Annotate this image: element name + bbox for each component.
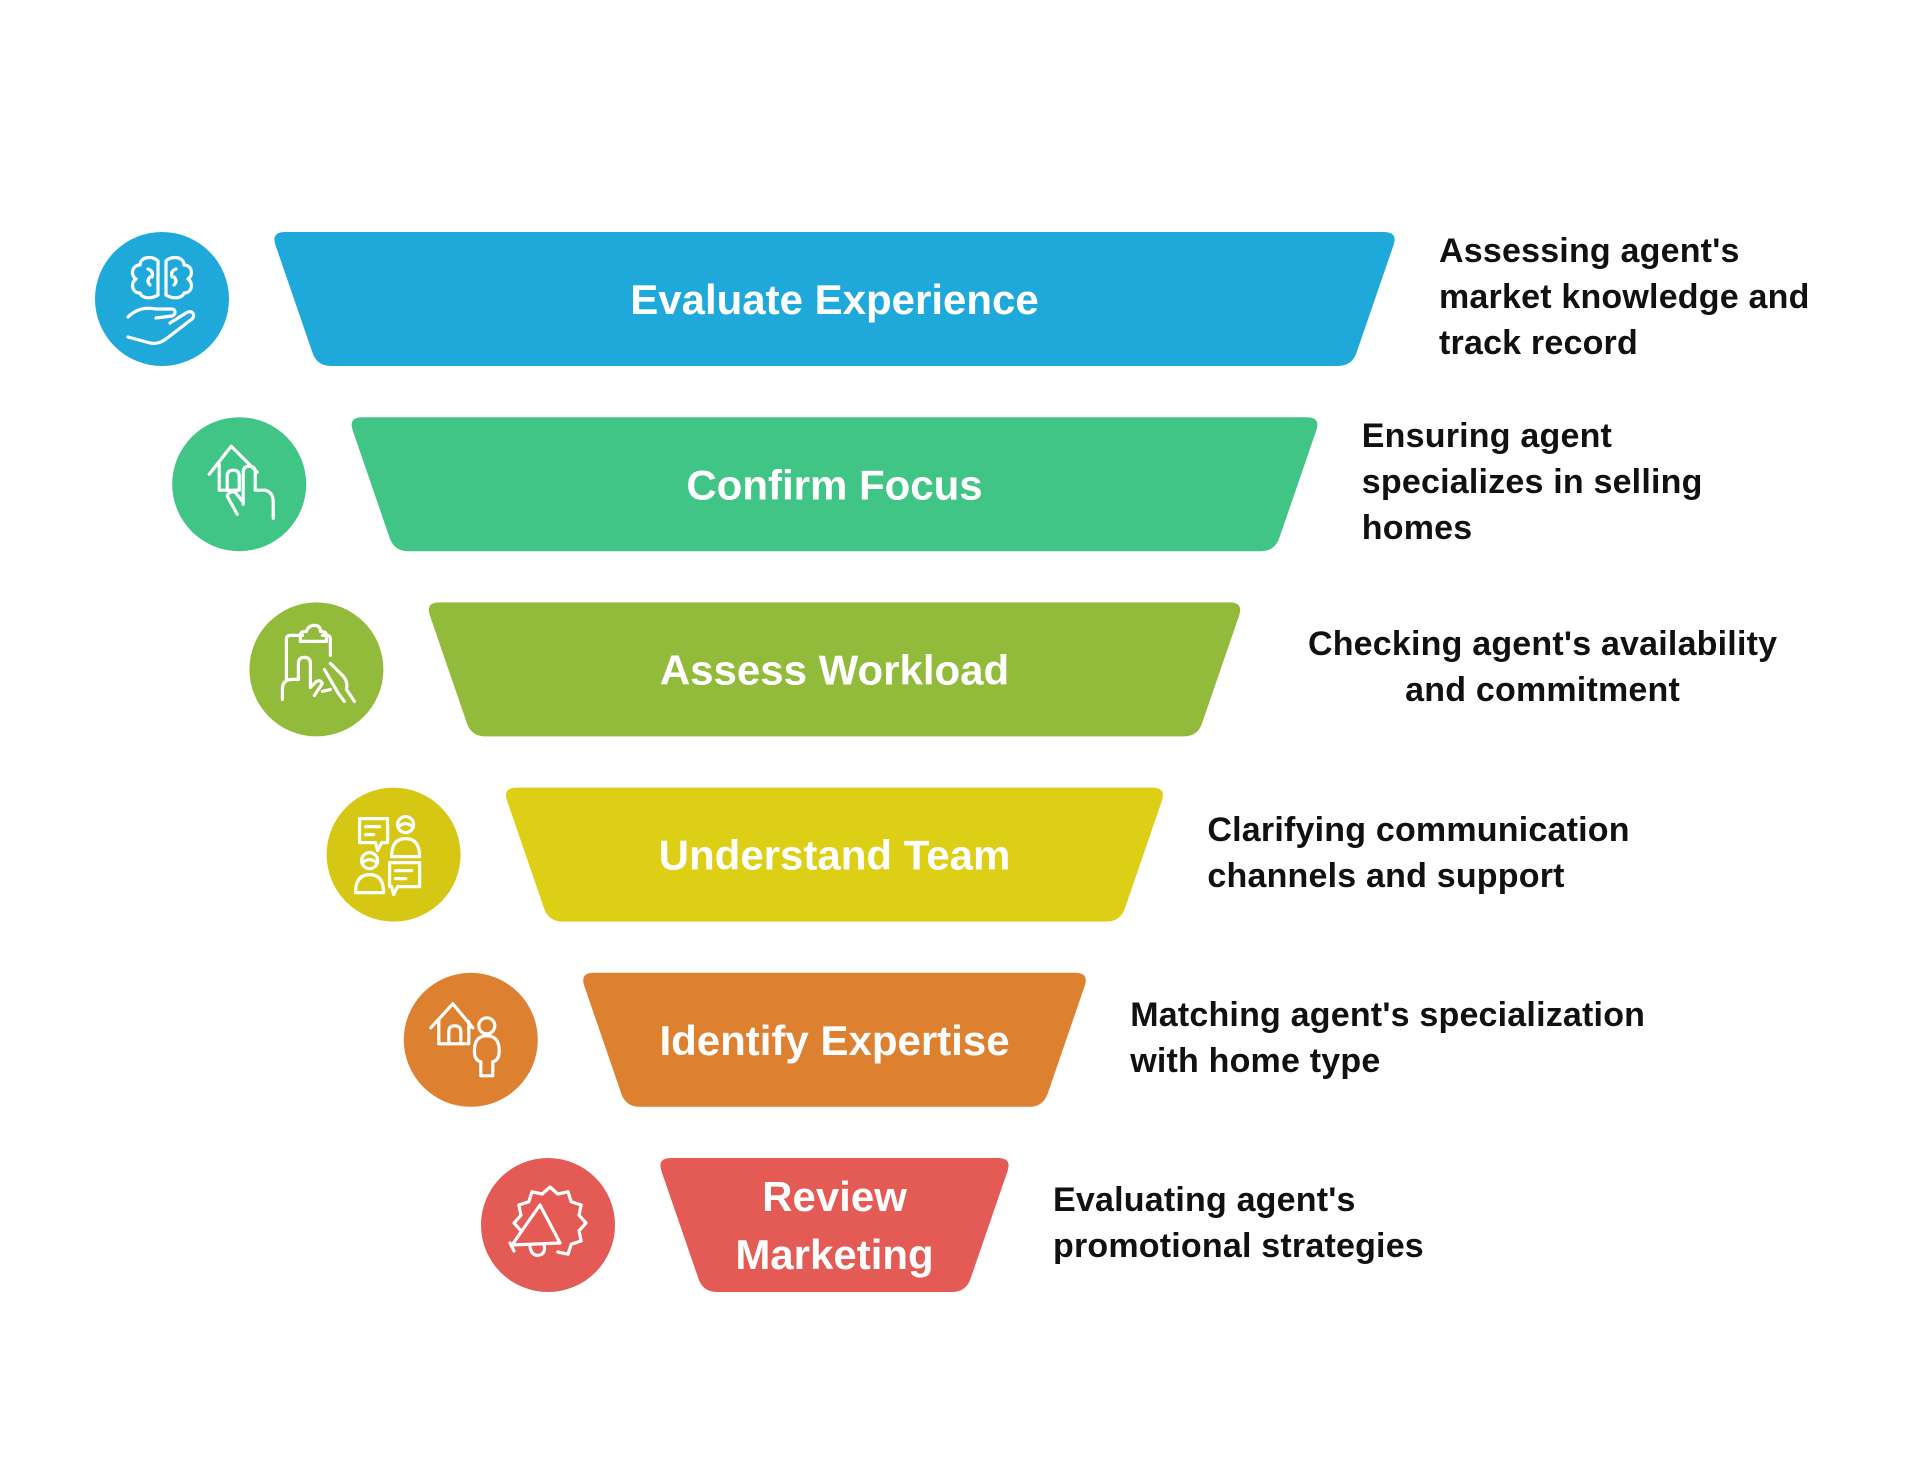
stage-description: Evaluating agent's promotional strategie… [1053, 1181, 1424, 1265]
brain-in-hand-icon [95, 232, 229, 366]
clipboard-hand-icon [249, 602, 384, 737]
house-agent-icon [403, 972, 538, 1107]
funnel-band-6 [660, 1158, 1009, 1292]
stage-description: Ensuring agent specializes in selling ho… [1361, 417, 1703, 548]
icon-circle [249, 602, 384, 737]
team-chat-icon [326, 787, 461, 922]
stage-title: Confirm Focus [686, 461, 982, 508]
stage-description: Assessing agent's market knowledge and t… [1439, 232, 1810, 362]
icon-circle [326, 787, 461, 922]
icon-circle [95, 232, 229, 366]
stage-title: Identify Expertise [659, 1017, 1009, 1064]
stage-title: Review [762, 1173, 907, 1220]
stage-title: Assess Workload [660, 647, 1009, 694]
megaphone-icon [481, 1158, 615, 1292]
funnel-band-2 [351, 417, 1318, 552]
icon-circle [481, 1158, 615, 1292]
funnel-band-3 [428, 602, 1241, 737]
stage-title: Marketing [735, 1231, 933, 1278]
stage-title: Understand Team [659, 832, 1011, 879]
stage-description: Clarifying communication channels and su… [1207, 810, 1630, 895]
house-touch-icon [172, 417, 307, 552]
funnel-band-4 [506, 787, 1163, 922]
icon-circle [403, 972, 538, 1107]
funnel-band-5 [583, 972, 1086, 1107]
funnel-band-1 [274, 232, 1395, 366]
stage-description: Checking agent's availability and commit… [1307, 625, 1778, 710]
stage-title: Evaluate Experience [630, 276, 1039, 323]
stage-description: Matching agent's specialization with hom… [1130, 995, 1646, 1080]
